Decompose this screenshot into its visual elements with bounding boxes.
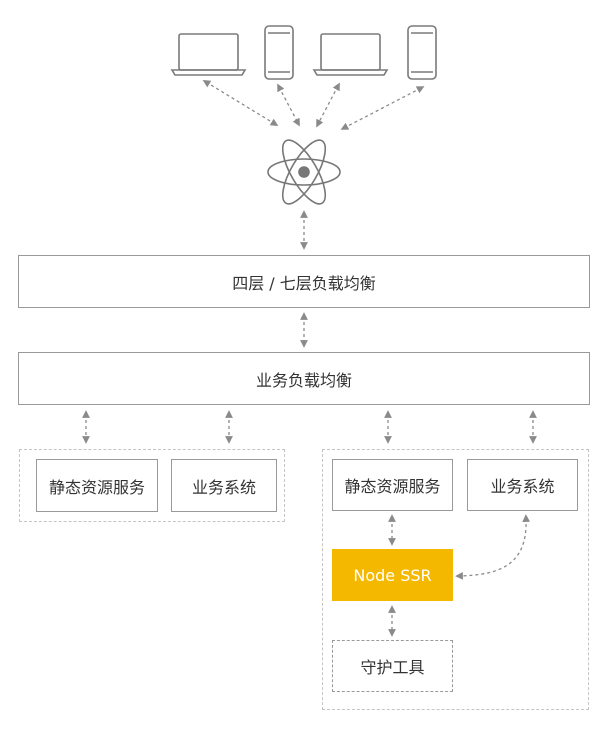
left-business-system-label: 业务系统 [191,477,256,497]
node-ssr-box: Node SSR [332,549,453,601]
left-static-resource-service: 静态资源服务 [36,459,158,512]
right-service-group [322,449,589,710]
phone-icon [407,25,437,80]
guard-tool-box: 守护工具 [332,640,453,692]
right-static-resource-service-label: 静态资源服务 [344,477,441,496]
device-connectors [202,79,425,130]
laptop-icon [170,33,247,76]
left-service-group [19,449,285,522]
layer4-7-load-balancer: 四层 / 七层负载均衡 [18,255,590,308]
right-static-resource-service: 静态资源服务 [332,459,453,511]
guard-tool-label: 守护工具 [360,658,425,677]
left-business-system: 业务系统 [171,459,277,512]
react-atom-icon [267,139,341,205]
layer4-7-load-balancer-label: 四层 / 七层负载均衡 [232,273,376,293]
right-business-system: 业务系统 [467,459,578,511]
laptop-icon [312,33,389,76]
left-static-resource-service-label: 静态资源服务 [48,477,145,497]
phone-icon [264,25,294,80]
vertical-connectors [82,210,537,637]
business-load-balancer: 业务负载均衡 [18,352,590,405]
business-load-balancer-label: 业务负载均衡 [255,370,352,390]
right-business-system-label: 业务系统 [490,477,555,496]
node-ssr-label: Node SSR [353,565,432,585]
